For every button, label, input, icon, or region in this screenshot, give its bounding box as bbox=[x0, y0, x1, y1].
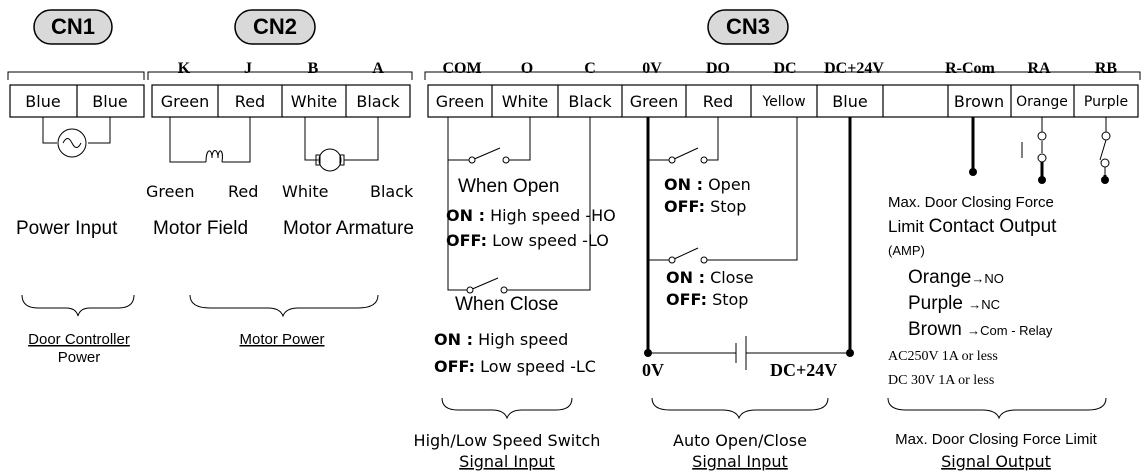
terminal-k: Green bbox=[161, 92, 209, 111]
cn2-badge: CN2 bbox=[234, 9, 316, 45]
motor-power-group-label: Motor Power bbox=[239, 331, 324, 348]
when-close-label: When Close bbox=[455, 294, 559, 315]
rail-junction-dots bbox=[644, 349, 854, 357]
terminal-do: Red bbox=[703, 92, 733, 111]
pin-label-c: C bbox=[584, 60, 596, 77]
wire-label-red: Red bbox=[228, 182, 258, 201]
auto-on-close-line: ON : Close bbox=[666, 268, 754, 287]
relay-orange-line: Orange→NO bbox=[908, 267, 1004, 288]
motor-wire-labels: Green Red White Black bbox=[146, 182, 414, 201]
wire-label-white: White bbox=[282, 182, 329, 201]
group-braces-left bbox=[21, 294, 379, 318]
terminal-dc24v: Blue bbox=[832, 92, 867, 111]
force-limit-line1: Max. Door Closing Force bbox=[888, 194, 1054, 211]
group-braces-right bbox=[441, 397, 1107, 420]
door-controller-group-label: Door Controller bbox=[28, 331, 130, 348]
relay-contacts bbox=[1037, 131, 1111, 168]
cn3-label: CN3 bbox=[726, 14, 770, 39]
cn2-label: CN2 bbox=[253, 14, 297, 39]
motor-armature-label: Motor Armature bbox=[283, 218, 414, 239]
relay-brown-line: Brown →Com - Relay bbox=[908, 319, 1053, 340]
speed-on-open-line: ON : High speed -HO bbox=[446, 206, 616, 225]
pin-label-rb: RB bbox=[1095, 60, 1118, 77]
pin-label-do: DO bbox=[706, 60, 730, 77]
terminal-0v: Green bbox=[630, 92, 678, 111]
speed-switch-group-label-line2: Signal Input bbox=[459, 452, 555, 471]
terminal-c: Black bbox=[568, 92, 612, 111]
pin-label-ra: RA bbox=[1027, 60, 1051, 77]
auto-open-close-wiring bbox=[648, 117, 850, 370]
terminal-o: White bbox=[502, 92, 549, 111]
speed-switch-contacts bbox=[466, 156, 510, 294]
pin-label-o: O bbox=[521, 60, 533, 77]
pin-label-rcom: R-Com bbox=[945, 60, 995, 77]
pin-label-b: B bbox=[308, 60, 319, 77]
zero-v-label: 0V bbox=[642, 360, 664, 380]
terminal-b: White bbox=[291, 92, 338, 111]
auto-open-close-contacts bbox=[668, 156, 708, 264]
speed-switch-group-label: High/Low Speed Switch bbox=[414, 431, 601, 450]
force-limit-amp: (AMP) bbox=[888, 243, 925, 258]
terminal-j: Red bbox=[235, 92, 265, 111]
dc24v-label: DC+24V bbox=[770, 360, 837, 380]
terminal-com: Green bbox=[436, 92, 484, 111]
terminal-rcom: Brown bbox=[954, 92, 1004, 111]
auto-open-close-group-label: Auto Open/Close bbox=[673, 431, 807, 450]
auto-off-close-line: OFF: Stop bbox=[666, 290, 748, 309]
auto-open-close-rails bbox=[646, 117, 852, 353]
auto-open-close-group-label-line2: Signal Input bbox=[692, 452, 788, 471]
terminal-a: Black bbox=[356, 92, 400, 111]
cn1-label: CN1 bbox=[51, 14, 95, 39]
pin-label-com: COM bbox=[442, 60, 481, 77]
terminal-dc: Yellow bbox=[761, 94, 805, 110]
pin-label-0v: 0V bbox=[642, 60, 662, 77]
connector-outline bbox=[7, 71, 1141, 80]
wire-label-green: Green bbox=[146, 182, 194, 201]
pin-label-dc24v: DC+24V bbox=[824, 60, 884, 77]
terminal-blocks bbox=[9, 84, 1139, 118]
motor-field-label: Motor Field bbox=[153, 218, 248, 239]
pin-label-a: A bbox=[372, 60, 384, 77]
auto-off-open-line: OFF: Stop bbox=[664, 197, 746, 216]
relay-terminal-dots bbox=[969, 168, 1109, 184]
motor-icon bbox=[304, 117, 379, 172]
speed-off-open-line: OFF: Low speed -LO bbox=[446, 231, 609, 250]
force-limit-group-label: Max. Door Closing Force Limit bbox=[895, 431, 1098, 448]
force-limit-group-label-line2: Signal Output bbox=[941, 452, 1051, 471]
terminal-cn1-1: Blue bbox=[25, 92, 60, 111]
power-input-label: Power Input bbox=[16, 218, 118, 239]
terminal-cn1-2: Blue bbox=[92, 92, 127, 111]
force-limit-line2: Limit Contact Output bbox=[888, 216, 1057, 237]
speed-on-close-line: ON : High speed bbox=[434, 330, 568, 349]
door-controller-group-label-line2: Power bbox=[58, 349, 101, 366]
pin-label-dc: DC bbox=[773, 60, 796, 77]
terminal-ra: Orange bbox=[1016, 94, 1068, 110]
relay-output-thick-wires bbox=[971, 117, 1107, 180]
wire-label-black: Black bbox=[370, 182, 414, 201]
relay-output-wiring bbox=[1021, 117, 1107, 175]
terminal-rb: Purple bbox=[1084, 94, 1128, 110]
relay-purple-line: Purple →NC bbox=[908, 293, 1000, 314]
speed-off-close-line: OFF: Low speed -LC bbox=[434, 357, 596, 376]
when-open-label: When Open bbox=[458, 176, 559, 197]
ac-source-icon bbox=[42, 117, 111, 158]
terminal-labels: Blue Blue Green Red White Black Green Wh… bbox=[25, 92, 1128, 111]
pin-label-k: K bbox=[178, 60, 191, 77]
ac-rating-label: AC250V 1A or less bbox=[888, 349, 998, 364]
speed-switch-wiring bbox=[447, 117, 591, 291]
pin-label-j: J bbox=[244, 60, 252, 77]
dc-rating-label: DC 30V 1A or less bbox=[888, 373, 994, 388]
cn1-badge: CN1 bbox=[33, 9, 113, 45]
field-coil-icon bbox=[169, 117, 251, 163]
cn3-badge: CN3 bbox=[707, 9, 789, 45]
pin-labels: K J B A COM O C 0V DO DC DC+24V R-Com RA… bbox=[178, 60, 1118, 77]
auto-on-open-line: ON : Open bbox=[664, 175, 751, 194]
